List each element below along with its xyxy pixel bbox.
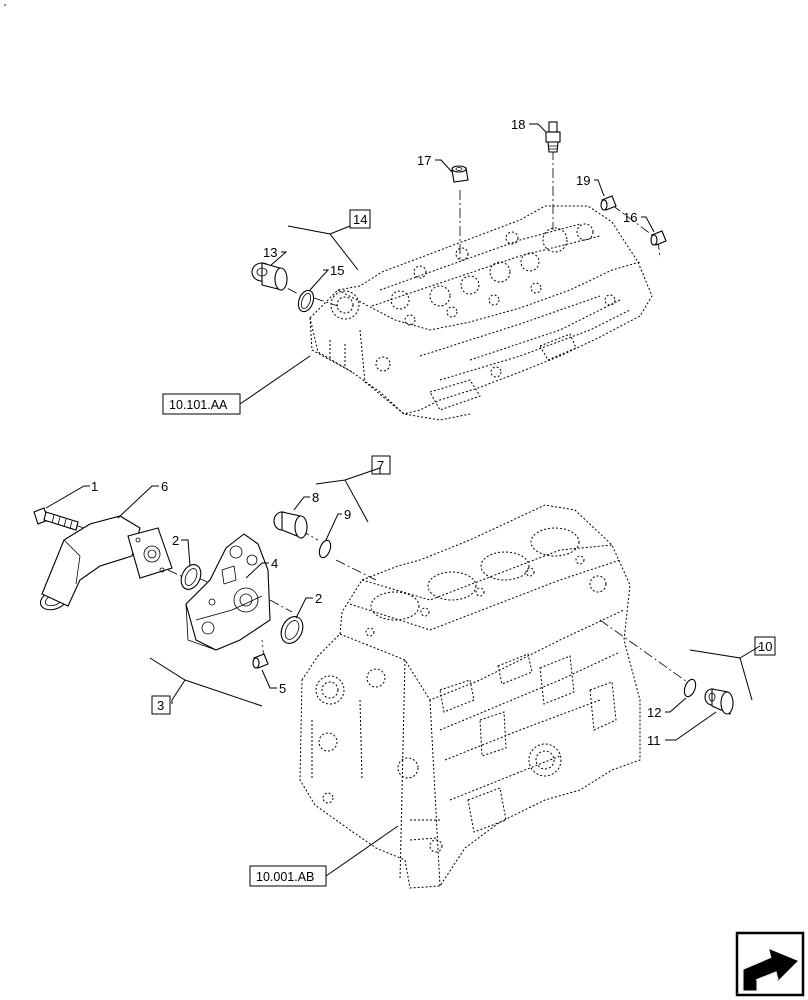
boxed-group-numbers: 14 7 3 10 [151, 209, 776, 715]
callout-11: 11 [647, 733, 661, 748]
callout-12: 12 [647, 705, 661, 720]
part-1-bolt [33, 507, 79, 531]
part-18-sensor [545, 121, 561, 153]
callout-2-lower: 2 [315, 591, 322, 606]
part-2-seal-lower [280, 616, 304, 644]
callout-19: 19 [576, 173, 590, 188]
callout-9: 9 [344, 507, 351, 522]
reference-engine-block: 10.001.AB [256, 870, 314, 884]
callout-15: 15 [330, 263, 344, 278]
callout-4: 4 [271, 556, 278, 571]
callout-8: 8 [312, 490, 319, 505]
box-10: 10 [758, 639, 772, 654]
part-13-plug [251, 262, 288, 291]
callout-2-upper: 2 [172, 533, 179, 548]
part-9-o-ring [318, 539, 332, 559]
callout-6: 6 [161, 479, 168, 494]
callout-1: 1 [91, 479, 98, 494]
callout-numbers: 18 17 19 16 13 15 1 6 2 4 2 5 8 9 12 11 [91, 117, 661, 748]
callout-5: 5 [279, 681, 286, 696]
callout-17: 17 [417, 153, 431, 168]
cylinder-head-phantom [309, 205, 653, 421]
callout-13: 13 [263, 245, 277, 260]
reference-leaders [239, 355, 399, 877]
part-17-plug [451, 165, 469, 183]
part-16-plug [650, 230, 667, 246]
part-5-pin [252, 653, 269, 669]
part-15-o-ring [297, 289, 315, 313]
box-14: 14 [353, 212, 367, 227]
callout-16: 16 [623, 210, 637, 225]
part-12-o-ring [683, 678, 697, 698]
box-7: 7 [377, 458, 384, 473]
part-8-plug [273, 511, 308, 539]
engine-block-phantom [299, 504, 641, 889]
part-19-plug [600, 195, 617, 211]
part-11-plug [704, 688, 734, 715]
corner-mark [4, 4, 6, 6]
part-6-elbow-pipe [39, 515, 173, 611]
part-2-seal-upper [180, 564, 202, 590]
reference-cylinder-head: 10.101.AA [169, 398, 228, 412]
callout-18: 18 [511, 117, 525, 132]
part-4-thermostat-housing [185, 533, 271, 651]
next-page-arrow-icon[interactable] [735, 931, 805, 997]
leader-lines [45, 123, 717, 741]
reference-labels: 10.101.AA 10.001.AB [162, 393, 327, 887]
box-3: 3 [157, 698, 164, 713]
center-lines [59, 150, 691, 685]
